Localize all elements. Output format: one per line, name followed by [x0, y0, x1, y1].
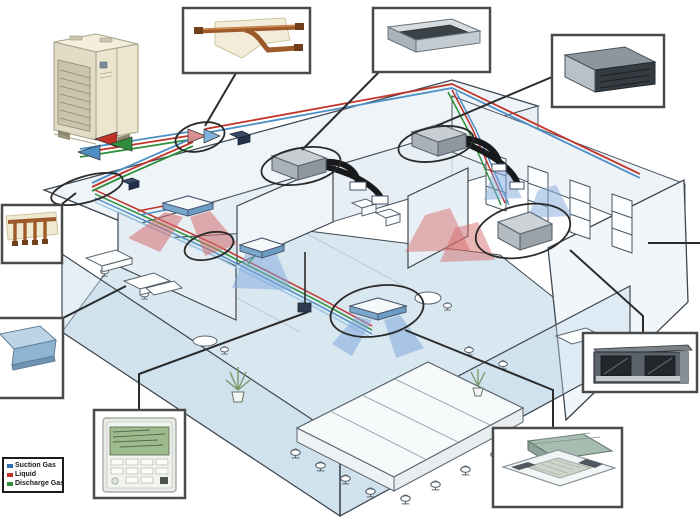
conference-table	[295, 361, 525, 492]
warm-air-flow	[190, 211, 238, 256]
legend-label: Liquid	[15, 471, 36, 478]
callout-line	[435, 76, 553, 127]
callout-line	[204, 72, 237, 127]
potted-plant	[470, 369, 486, 397]
legend-item: Liquid	[7, 470, 60, 479]
branch-selector-box	[120, 177, 141, 191]
callout-remote-controller	[92, 408, 187, 500]
legend-swatch-discharge	[7, 481, 13, 486]
highlight-ellipses	[50, 121, 572, 338]
legend-box: Suction Gas Liquid Discharge Gas	[2, 457, 64, 493]
callout-line	[62, 285, 127, 319]
callout-suspended-unit	[0, 316, 65, 400]
discharge-arrow	[108, 136, 133, 152]
callout-lines	[61, 70, 700, 428]
callout-ceiling-duct-unit	[550, 33, 666, 109]
refnet-arrow-cool	[203, 128, 221, 144]
ceiling-cassette-1	[160, 195, 216, 217]
callout-line	[569, 249, 644, 333]
air-flows	[128, 169, 572, 358]
wall-remote-device	[297, 252, 312, 313]
highlight-ellipse	[50, 171, 124, 207]
legend-label: Discharge Gas	[15, 480, 65, 487]
cool-air-flow	[232, 252, 292, 290]
roof-ridge-run	[204, 83, 641, 179]
highlight-ellipse	[260, 146, 342, 186]
callout-branch-header	[0, 203, 64, 265]
callout-refnet-joint	[181, 6, 312, 75]
storage-boxes	[350, 198, 402, 227]
legend-swatch-liquid	[7, 472, 13, 477]
highlight-ellipse	[329, 284, 425, 338]
cool-air-flow	[484, 169, 522, 200]
potted-plant	[225, 367, 251, 403]
ceiling-cassette-3	[347, 297, 409, 321]
highlight-ellipse	[474, 202, 572, 260]
concealed-unit	[496, 211, 554, 251]
callout-two-fan-duct-unit	[581, 331, 699, 394]
callout-line	[301, 70, 381, 151]
highlight-ellipse	[397, 125, 475, 163]
legend-swatch-suction	[7, 463, 13, 468]
branch-selector-box	[228, 130, 252, 146]
callout-line	[138, 311, 309, 410]
highlight-ellipse	[174, 121, 226, 153]
callout-line	[61, 192, 77, 205]
legend-item: Suction Gas	[7, 461, 60, 470]
cool-air-flow	[384, 315, 424, 358]
warm-air-flow	[440, 222, 495, 262]
callout-line	[404, 329, 554, 428]
legend-item: Discharge Gas	[7, 479, 64, 488]
flow-arrows	[76, 128, 221, 161]
warm-air-flow	[128, 212, 183, 252]
suction-arrow	[76, 144, 101, 161]
callout-slim-duct-unit	[371, 6, 492, 74]
refnet-arrow-warm	[187, 128, 207, 144]
ceiling-cassette-2	[238, 237, 286, 259]
callout-cassette-unit	[491, 426, 624, 509]
ducted-unit-1	[270, 147, 389, 205]
highlight-ellipse	[183, 230, 235, 262]
run-to-header	[91, 137, 194, 192]
outdoor-unit	[53, 33, 139, 145]
legend-label: Suction Gas	[15, 462, 56, 469]
small-tables	[192, 291, 442, 347]
